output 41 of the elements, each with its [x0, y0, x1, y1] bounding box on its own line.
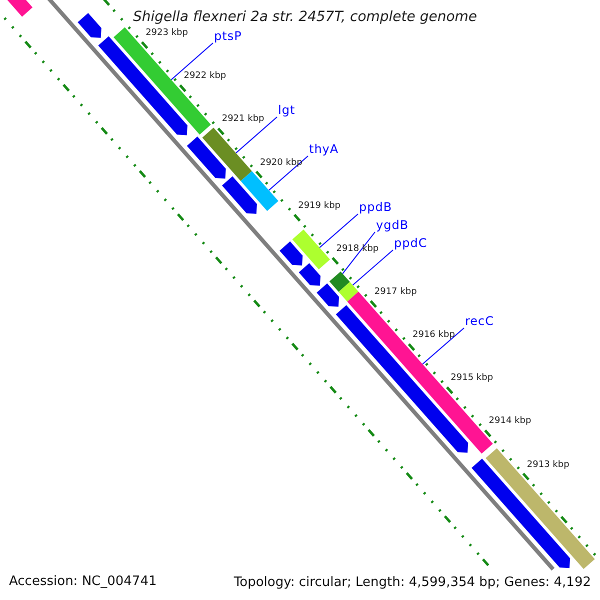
- scale-label: 2919 kbp: [298, 200, 341, 211]
- gene-bar: [202, 128, 252, 181]
- leader-line: [342, 232, 376, 274]
- leader-line: [319, 214, 358, 248]
- scale-label: 2918 kbp: [336, 244, 379, 254]
- gene-bar: [78, 12, 102, 38]
- leader-line: [352, 250, 394, 286]
- gene-bar: [114, 27, 211, 135]
- gene-label: ptsP: [214, 29, 242, 43]
- gene-label: thyA: [309, 142, 339, 156]
- accession-text: Accession: NC_004741: [9, 574, 157, 589]
- gene-bar: [472, 458, 570, 568]
- scale-label: 2920 kbp: [260, 158, 302, 168]
- gene-label: ppdC: [394, 236, 428, 250]
- scale-label: 2915 kbp: [450, 373, 494, 384]
- gene-bar: [338, 282, 358, 302]
- gene-bar: [240, 171, 278, 211]
- gene-label: lgt: [278, 103, 296, 117]
- gene-bar: [222, 176, 257, 214]
- gene-bar: [298, 263, 320, 286]
- leader-line: [422, 328, 464, 365]
- gene-bar: [280, 241, 303, 266]
- scale-label: 2923 kbp: [146, 28, 188, 38]
- gene-label: recC: [465, 314, 494, 328]
- leader-line: [235, 116, 278, 154]
- gene-bar: [486, 448, 595, 569]
- gene-label: ygdB: [376, 218, 409, 232]
- gene-bar: [292, 230, 330, 270]
- title: Shigella flexneri 2a str. 2457T, complete genome: [131, 9, 480, 25]
- scale-label: 2914 kbp: [488, 416, 532, 426]
- gene-bar: [329, 271, 350, 292]
- leader-line: [170, 42, 214, 80]
- scale-label: 2916 kbp: [412, 330, 455, 340]
- gene-label: ppdB: [359, 200, 392, 214]
- scale-label: 2913 kbp: [526, 460, 570, 470]
- scale-label: 2922 kbp: [184, 71, 226, 82]
- gene-bar: [316, 283, 340, 307]
- leader-line: [268, 156, 308, 191]
- scale-label: 2917 kbp: [374, 286, 417, 297]
- gene-bar: [186, 136, 226, 179]
- scale-label: 2921 kbp: [222, 114, 264, 124]
